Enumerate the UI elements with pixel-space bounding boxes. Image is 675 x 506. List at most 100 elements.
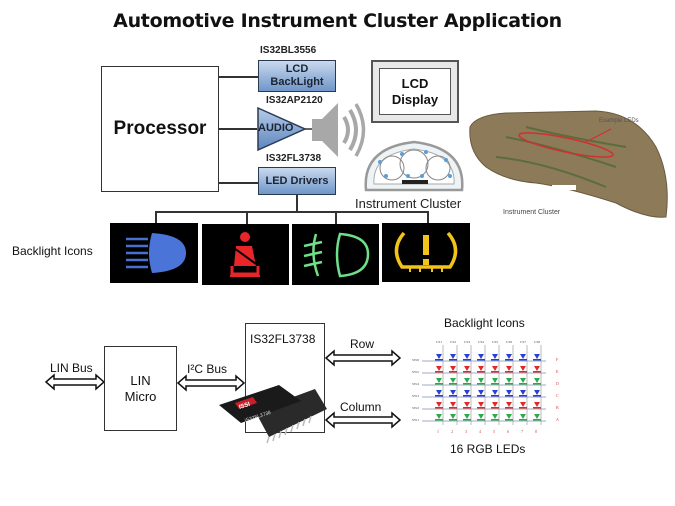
i2c-bus-arrow [176,374,246,392]
audio-label: AUDIO [258,122,294,134]
led-bar [533,383,541,385]
lcd-backlight-line2: BackLight [270,76,324,88]
led-diode [492,390,498,395]
chip-part-backlight: IS32BL3556 [260,45,317,56]
led-diode [492,366,498,371]
matrix-right-label: A [556,417,559,422]
led-diode [520,366,526,371]
icon-tile-seatbelt [202,224,289,285]
speaker-icon [312,103,366,157]
led-diode [506,366,512,371]
lcd-backlight-line1: LCD [285,63,309,75]
led-bar [519,359,527,361]
lcd-backlight-chip: LCD BackLight [258,60,336,92]
led-bar [533,371,541,373]
led-diode [478,390,484,395]
led-diode [436,390,442,395]
led-diode [436,354,442,359]
led-bar [463,419,471,421]
matrix-right-label: D [556,381,559,386]
led-bar [519,383,527,385]
connector-audio [219,128,257,130]
led-diode [492,378,498,383]
led-diode [520,390,526,395]
led-diode [450,366,456,371]
matrix-bottom-label: 3 [465,429,467,434]
led-bar [477,359,485,361]
processor-label: Processor [113,118,207,139]
led-bar [533,359,541,361]
matrix-bottom-label: 1 [437,429,439,434]
led-diode [492,414,498,419]
pcb-photo [469,110,668,218]
led-bar [435,371,443,373]
led-bar [491,395,499,397]
led-bar [463,383,471,385]
led-diode [534,378,540,383]
led-diode [450,390,456,395]
led-bar [519,395,527,397]
led-diode [534,366,540,371]
backlight-icons-label: Backlight Icons [12,244,93,258]
led-bar [449,383,457,385]
column-label: Column [340,400,382,414]
led-diode [506,402,512,407]
led-bar [463,371,471,373]
matrix-right-label: C [556,393,559,398]
led-bar [491,419,499,421]
led-bar [449,371,457,373]
led-drivers-label: LED Drivers [265,174,329,187]
tree-branch-3 [335,211,337,224]
matrix-right-label: E [556,369,559,374]
led-diode [520,354,526,359]
connector-backlight [219,76,258,78]
led-bar [519,419,527,421]
tire-pressure-icon [394,231,458,272]
matrix-row-header: SW3 [412,394,419,398]
led-diode [478,354,484,359]
led-diode [436,378,442,383]
matrix-column-header: CS4 [478,340,484,344]
led-bar [505,359,513,361]
led-diode [450,414,456,419]
led-bar [449,395,457,397]
led-bar [519,407,527,409]
led-diode [464,366,470,371]
matrix-row-header: SW1 [412,418,419,422]
tree-branch-4 [427,211,429,223]
led-diode [492,402,498,407]
lin-bus-arrow [44,373,106,391]
led-diode [506,414,512,419]
led-bar [435,407,443,409]
matrix-column-header: CS1 [436,340,442,344]
tree-bus [155,211,428,213]
matrix-bottom-label: 2 [451,429,453,434]
led-bar [449,359,457,361]
lin-micro-line2: Micro [124,388,157,404]
page-title: Automotive Instrument Cluster Applicatio… [113,10,562,32]
led-drivers-chip: LED Drivers [258,167,336,195]
led-diode [478,414,484,419]
led-bar [477,395,485,397]
lcd-display-line1: LCD [401,75,429,91]
processor-block: Processor [101,66,219,192]
led-bar [435,395,443,397]
lin-micro-line1: LIN [130,372,151,388]
led-bar [505,395,513,397]
led-bar [435,359,443,361]
led-bar [505,371,513,373]
led-bar [463,407,471,409]
lcd-display-line2: Display [391,91,439,107]
chip-part-audio: IS32AP2120 [266,95,323,106]
matrix-bottom-label: 7 [521,429,523,434]
led-diode [534,390,540,395]
led-diode [520,402,526,407]
led-bar [477,371,485,373]
led-bar [449,407,457,409]
row-label: Row [350,337,375,351]
led-diode [506,354,512,359]
led-diode [436,402,442,407]
led-diode [520,378,526,383]
tree-branch-2 [246,211,248,224]
led-bar [533,419,541,421]
